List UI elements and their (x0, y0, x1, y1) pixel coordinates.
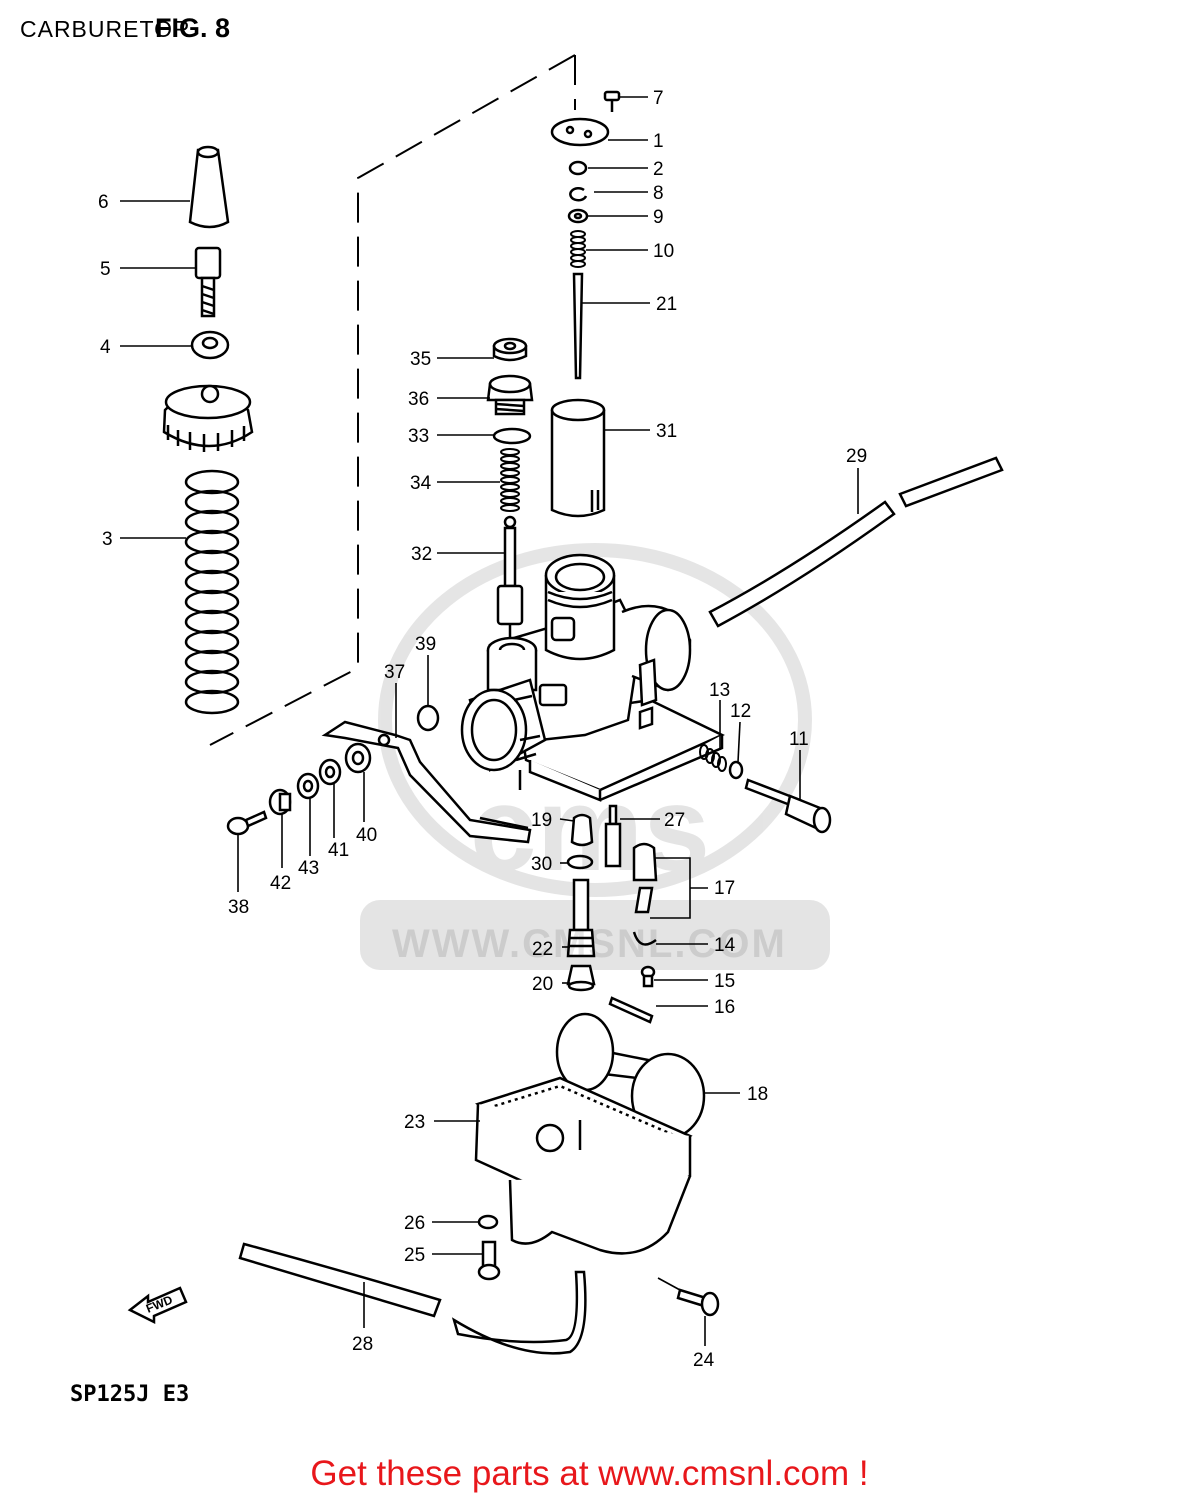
callout-25: 25 (404, 1245, 425, 1266)
figure-label: FIG. 8 (155, 13, 231, 43)
watermark-url: WWW.CMSNL.COM (392, 922, 787, 966)
part-8-circlip (569, 187, 588, 202)
part-top-cap (162, 384, 254, 452)
model-code: SP125J E3 (70, 1382, 190, 1407)
callout-4: 4 (100, 337, 111, 358)
callout-17: 17 (714, 878, 735, 899)
part-13-spring (699, 744, 727, 772)
callout-23: 23 (404, 1112, 425, 1133)
part-26-washer (477, 1214, 499, 1230)
part-23-float-chamber (474, 1076, 693, 1255)
part-2-clip (568, 160, 588, 176)
part-28-drain-hose (238, 1242, 587, 1355)
callout-20: 20 (532, 974, 553, 995)
callout-3: 3 (102, 529, 113, 550)
part-25-screw (477, 1240, 501, 1281)
part-40-grommet (344, 742, 372, 774)
callout-2: 2 (653, 159, 664, 180)
part-43-washer (296, 772, 320, 800)
assembly-outline (209, 54, 576, 746)
callout-8: 8 (653, 183, 664, 204)
part-31-throttle-valve (550, 398, 606, 518)
part-42-collar (268, 788, 292, 816)
callout-11: 11 (789, 729, 809, 750)
callout-labels: 7 1 2 8 9 10 21 31 6 5 4 3 35 36 33 34 3… (98, 88, 867, 1371)
callout-32: 32 (411, 544, 432, 565)
part-14-clip (632, 931, 657, 946)
part-33-o-ring (492, 427, 532, 445)
callout-30: 30 (531, 854, 552, 875)
callout-33: 33 (408, 426, 429, 447)
part-22-needle-jet (566, 878, 596, 958)
callout-21: 21 (656, 294, 677, 315)
part-10-spring (570, 230, 586, 268)
part-34-spring (500, 448, 520, 512)
fwd-arrow: FWD (127, 1286, 188, 1325)
callout-24: 24 (693, 1350, 715, 1371)
callout-27: 27 (664, 810, 685, 831)
part-19-jet-holder (570, 813, 594, 847)
callout-39: 39 (415, 634, 436, 655)
part-1-plate (550, 117, 610, 147)
part-35-cap-nut (492, 337, 528, 362)
callout-15: 15 (714, 971, 735, 992)
part-38-screw (226, 810, 268, 836)
part-17-needle-valve (632, 842, 658, 914)
part-16-float-pin (608, 996, 654, 1024)
callout-43: 43 (298, 858, 319, 879)
part-9-washer (567, 208, 589, 224)
callout-7: 7 (653, 88, 664, 109)
callout-35: 35 (410, 349, 431, 370)
part-20-main-jet (566, 964, 596, 992)
callout-22: 22 (532, 939, 553, 960)
carburetor-body (460, 553, 725, 802)
part-5-cable-adjuster (194, 246, 222, 318)
part-39-washer (416, 704, 440, 732)
promo-link[interactable]: Get these parts at www.cmsnl.com ! (310, 1454, 869, 1493)
callout-1: 1 (653, 131, 664, 152)
callout-5: 5 (100, 259, 111, 280)
callout-40: 40 (356, 825, 377, 846)
part-30-o-ring (566, 854, 594, 870)
callout-19: 19 (531, 810, 552, 831)
part-7-screw (603, 90, 621, 112)
callout-28: 28 (352, 1334, 373, 1355)
callout-41: 41 (328, 840, 349, 861)
callout-16: 16 (714, 997, 735, 1018)
part-36-starter-plunger-body (486, 374, 534, 416)
part-29-vent-hose (708, 456, 1004, 628)
callout-31: 31 (656, 421, 677, 442)
part-24-drain-screw (676, 1288, 720, 1317)
leader-lines (120, 96, 859, 1346)
callout-9: 9 (653, 207, 664, 228)
part-21-jet-needle (572, 272, 584, 380)
callout-6: 6 (98, 192, 109, 213)
callout-13: 13 (709, 680, 730, 701)
callout-18: 18 (747, 1084, 768, 1105)
part-27-pilot-jet (604, 804, 622, 868)
diagram-caption: CARBURETOR (20, 16, 191, 42)
callout-36: 36 (408, 389, 429, 410)
part-12-washer (728, 760, 744, 780)
part-4-lock-nut (190, 330, 230, 360)
callout-12: 12 (730, 701, 751, 722)
callout-26: 26 (404, 1213, 425, 1234)
part-11-throttle-stop-screw (744, 778, 832, 834)
callout-37: 37 (384, 662, 405, 683)
part-3-throttle-spring (184, 469, 240, 715)
part-37-cable-bracket (321, 720, 532, 844)
part-15-screw (640, 965, 656, 988)
callout-14: 14 (714, 935, 736, 956)
part-41-washer (318, 758, 342, 786)
callout-42: 42 (270, 873, 291, 894)
part-6-cable-boot (188, 145, 230, 229)
callout-34: 34 (410, 473, 432, 494)
callout-10: 10 (653, 241, 674, 262)
part-32-starter-plunger (496, 515, 524, 640)
callout-29: 29 (846, 446, 867, 467)
callout-38: 38 (228, 897, 249, 918)
